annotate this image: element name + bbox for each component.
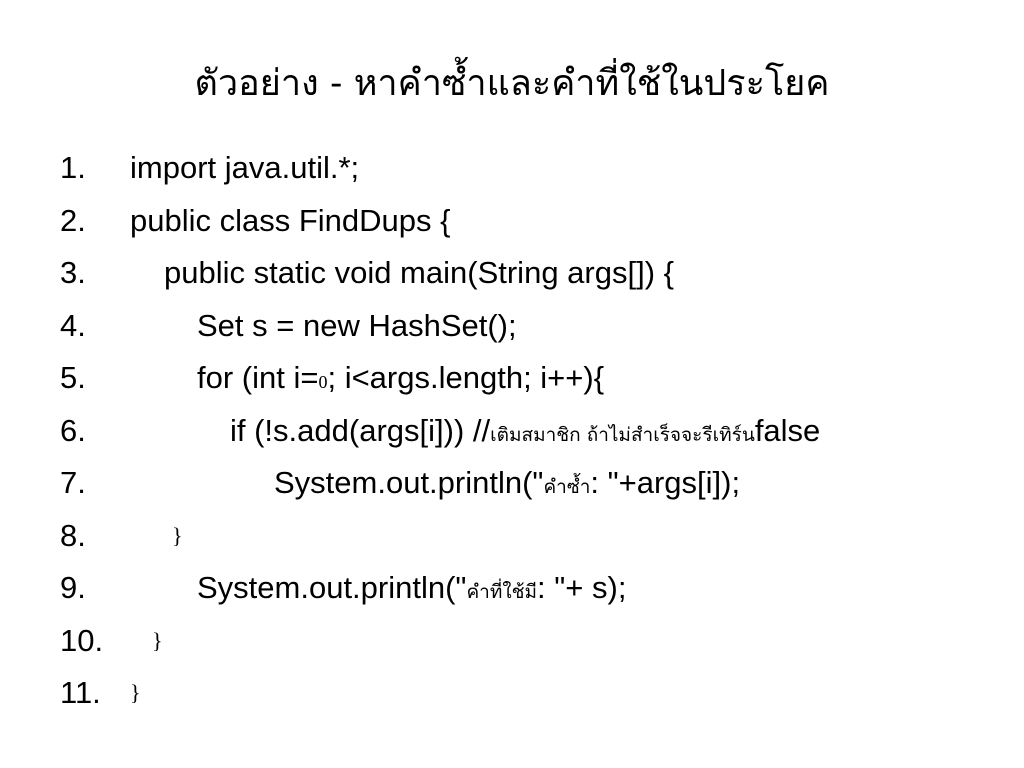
code-text: import java.util.*;: [130, 150, 360, 185]
code-segment: System.out.println(": [274, 465, 544, 500]
line-number: 2.: [60, 202, 86, 238]
thai-text: คำที่ใช้มี: [466, 581, 538, 603]
code-line-4: 4. Set s = new HashSet();: [60, 300, 1020, 353]
closing-brace: }: [130, 680, 141, 705]
code-segment: ; i<args.length; i++){: [327, 360, 605, 395]
line-number: 7.: [60, 465, 86, 500]
line-number: 5.: [60, 360, 86, 395]
code-segment: System.out.println(": [197, 570, 467, 605]
code-text: System.out.println("คำซ้ำ: "+args[i]);: [274, 457, 740, 514]
thai-text: คำซ้ำ: [543, 476, 591, 498]
code-line-8: 8. }: [60, 510, 1020, 563]
code-line-11: 11. }: [60, 667, 1020, 720]
code-line-1: 1. import java.util.*;: [60, 142, 1020, 195]
line-number: 4.: [60, 307, 86, 343]
code-text: public class FindDups {: [130, 202, 451, 238]
line-number: 6.: [60, 412, 86, 448]
code-segment-zero: 0: [318, 372, 328, 392]
code-line-9: 9. System.out.println("คำที่ใช้มี: "+ s)…: [60, 562, 1020, 615]
line-number: 11.: [60, 675, 101, 710]
code-text: public static void main(String args[]) {: [164, 255, 674, 290]
thai-comment: เติมสมาชิก ถ้าไม่สำเร็จจะรีเทิร์น: [490, 423, 755, 446]
code-text: Set s = new HashSet();: [197, 307, 517, 343]
line-number: 10.: [60, 622, 104, 658]
line-number: 3.: [60, 255, 86, 290]
code-segment: : "+ s);: [537, 570, 627, 605]
line-number: 9.: [60, 570, 86, 605]
code-segment: false: [754, 412, 821, 448]
line-number: 1.: [60, 150, 86, 185]
code-text: if (!s.add(args[i])) //เติมสมาชิก ถ้าไม่…: [230, 405, 820, 462]
code-line-6: 6. if (!s.add(args[i])) //เติมสมาชิก ถ้า…: [60, 405, 1020, 458]
code-line-5: 5. for (int i=0; i<args.length; i++){: [60, 352, 1020, 405]
code-text: for (int i=0; i<args.length; i++){: [197, 352, 604, 409]
code-line-10: 10. }: [60, 615, 1020, 668]
code-segment: if (!s.add(args[i])) //: [230, 412, 491, 448]
code-text: System.out.println("คำที่ใช้มี: "+ s);: [197, 562, 626, 619]
code-line-3: 3. public static void main(String args[]…: [60, 247, 1020, 300]
slide-title: ตัวอย่าง - หาคำซ้ำและคำที่ใช้ในประโยค: [194, 63, 830, 104]
code-segment: for (int i=: [197, 360, 319, 395]
closing-brace: }: [152, 627, 163, 653]
line-number: 8.: [60, 517, 86, 553]
code-line-7: 7. System.out.println("คำซ้ำ: "+args[i])…: [60, 457, 1020, 510]
code-segment: : "+args[i]);: [590, 465, 741, 500]
code-line-2: 2. public class FindDups {: [60, 195, 1020, 248]
closing-brace: }: [172, 522, 183, 548]
code-listing: 1. import java.util.*; 2. public class F…: [60, 142, 1020, 720]
